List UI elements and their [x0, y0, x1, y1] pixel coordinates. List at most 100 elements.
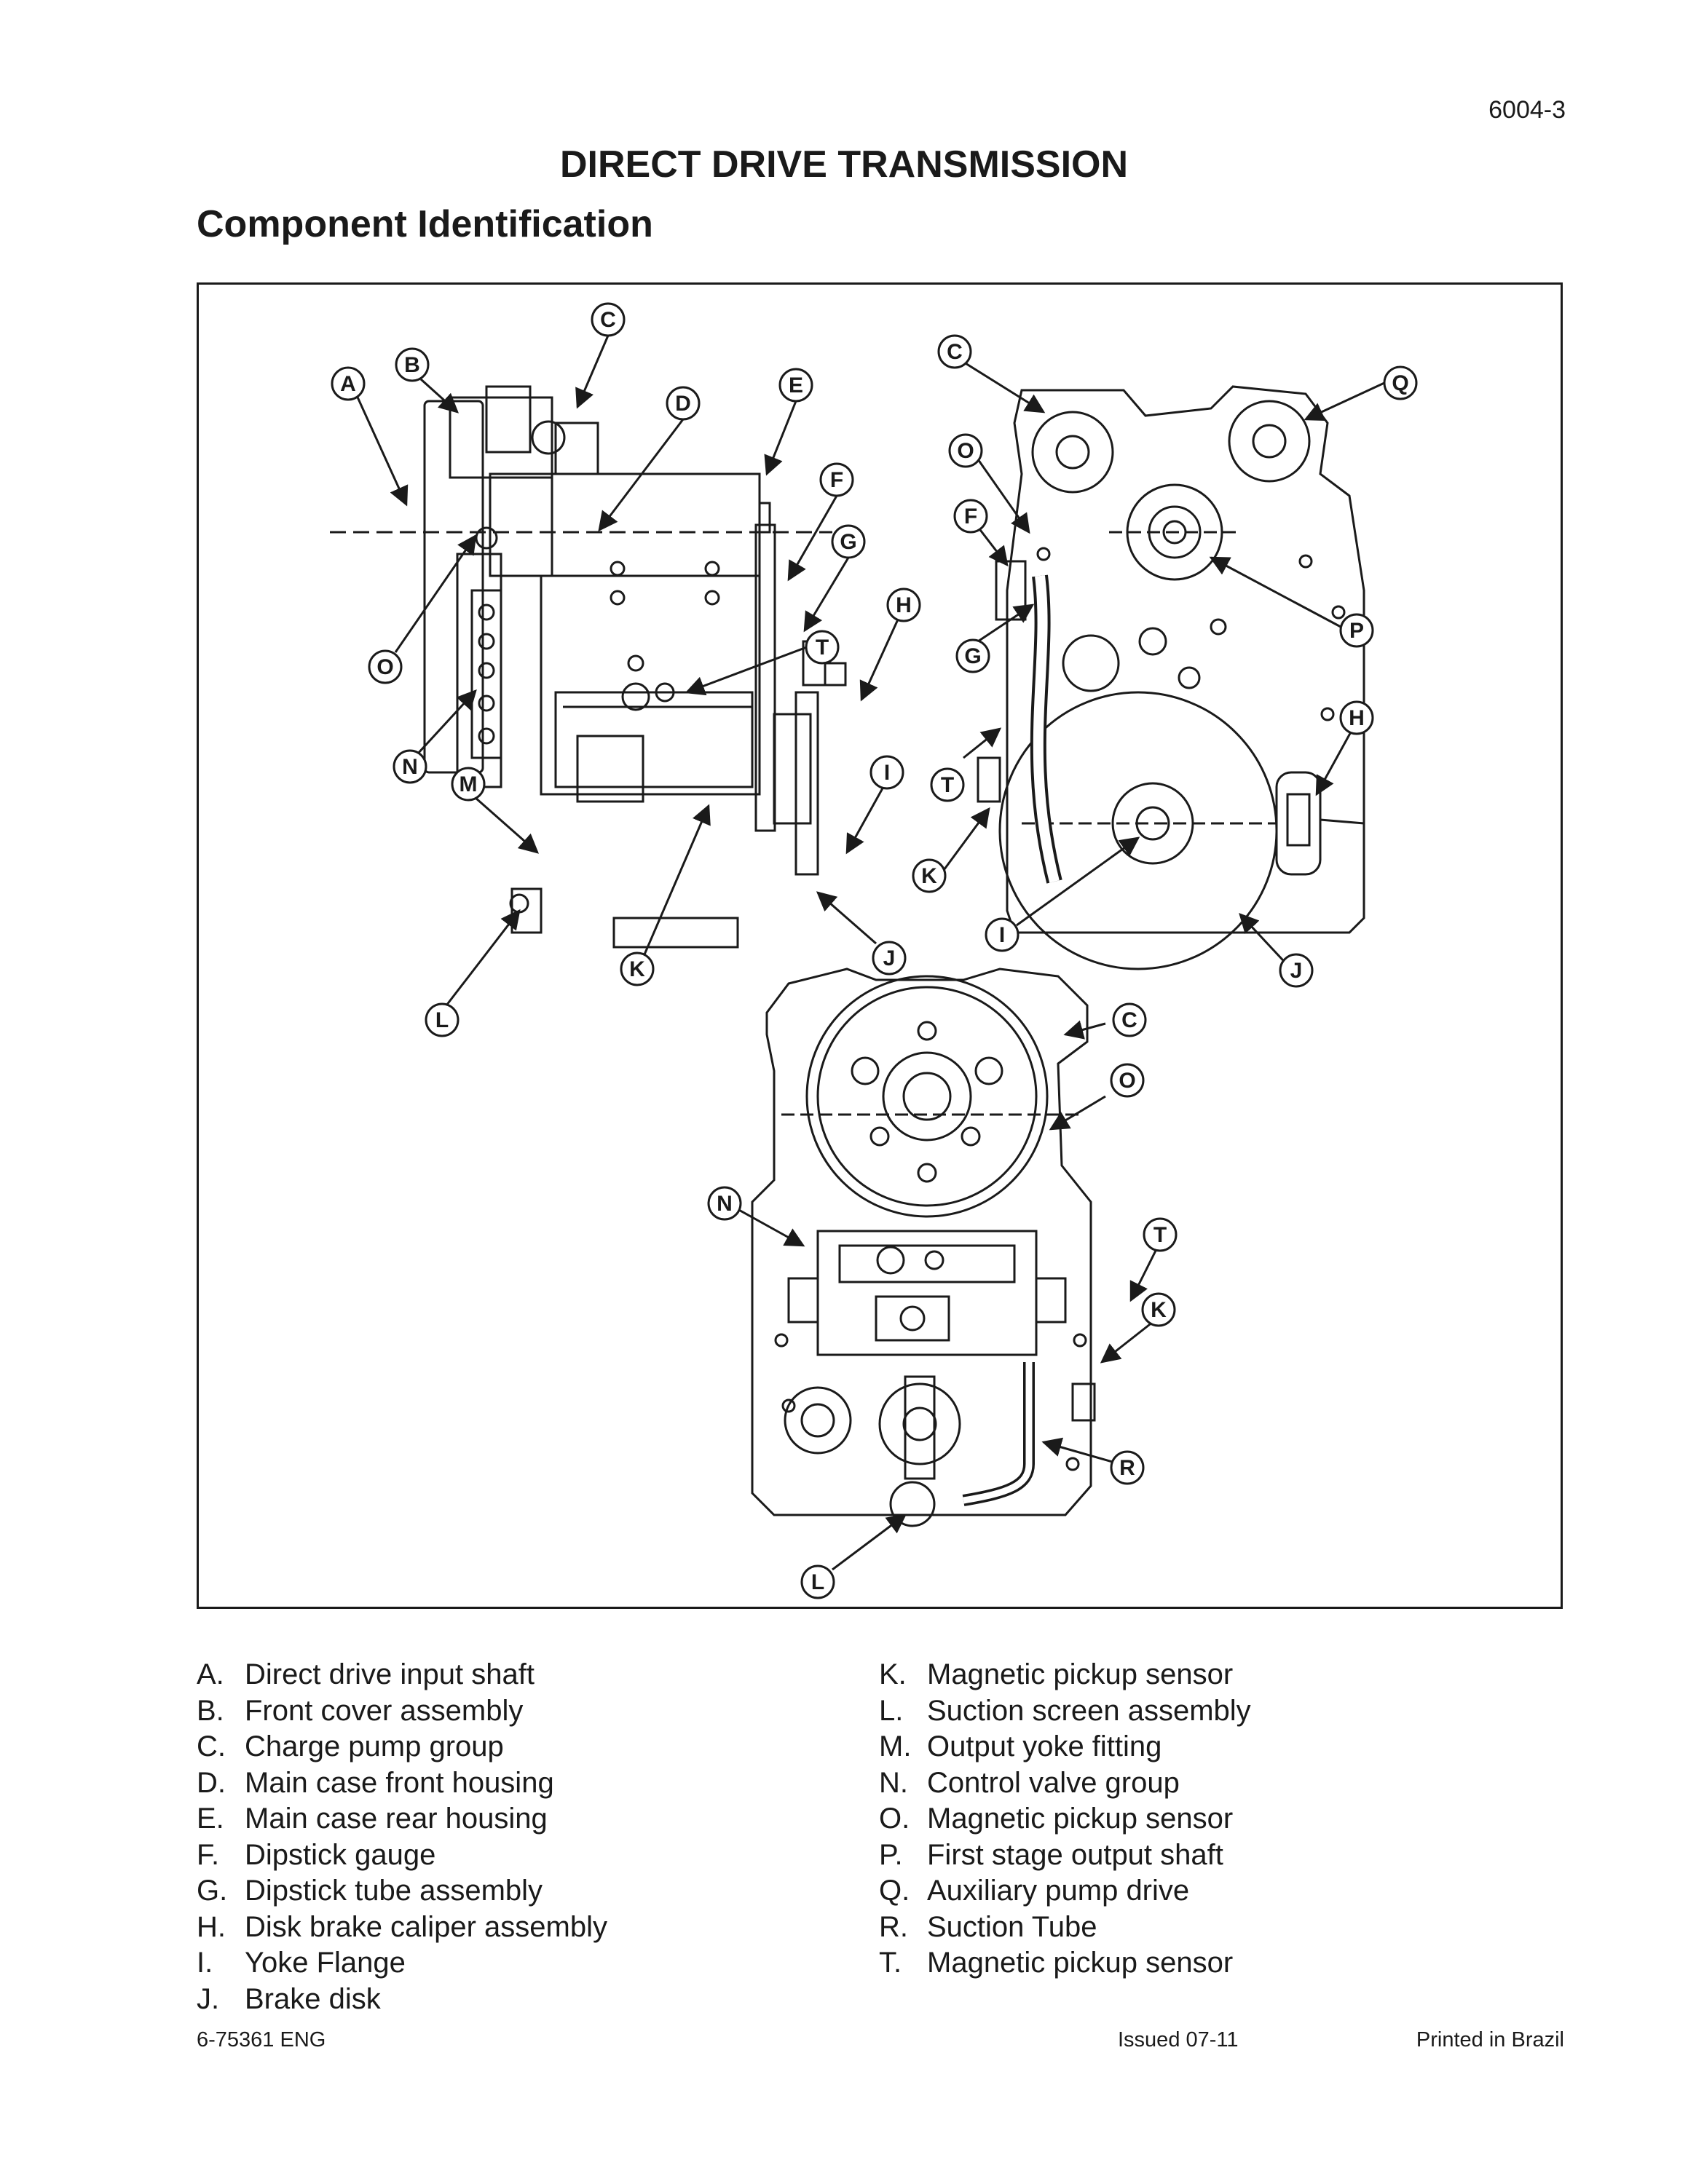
- legend-letter: P.: [879, 1838, 903, 1871]
- legend-item: C.Charge pump group: [197, 1729, 607, 1765]
- legend-letter: Q.: [879, 1875, 910, 1907]
- legend-item: E.Main case rear housing: [197, 1801, 607, 1837]
- callout-m: M: [451, 767, 486, 802]
- legend-text: First stage output shaft: [927, 1838, 1223, 1871]
- svg-text:K: K: [1151, 1298, 1167, 1322]
- callout-e: E: [778, 368, 813, 403]
- legend-text: Magnetic pickup sensor: [927, 1947, 1234, 1979]
- svg-text:R: R: [1119, 1456, 1135, 1480]
- legend-item: Q. Auxiliary pump drive: [879, 1873, 1251, 1910]
- legend-letter: H.: [197, 1910, 226, 1943]
- legend-letter: K.: [879, 1658, 907, 1690]
- legend-letter: J.: [197, 1982, 220, 2015]
- issue-date: Issued 07-11: [1118, 2028, 1239, 2052]
- callout-l-rear: L: [800, 1564, 835, 1599]
- legend-text: Control valve group: [927, 1766, 1180, 1799]
- svg-text:C: C: [600, 308, 616, 332]
- legend-item: T. Magnetic pickup sensor: [879, 1945, 1251, 1982]
- svg-text:C: C: [947, 340, 963, 364]
- svg-text:L: L: [435, 1008, 449, 1032]
- callout-b: B: [395, 347, 430, 382]
- callout-k-rear: K: [1141, 1292, 1176, 1327]
- legend-item: R.Suction Tube: [879, 1910, 1251, 1946]
- legend-text: Output yoke fitting: [927, 1730, 1162, 1762]
- legend-item: G. Dipstick tube assembly: [197, 1873, 607, 1910]
- leader-lines: [354, 335, 1385, 1571]
- legend-item: J. Brake disk: [197, 1982, 607, 2018]
- front-view-drawing: [977, 385, 1365, 970]
- callout-d: D: [666, 386, 701, 421]
- callout-j: J: [872, 941, 907, 976]
- legend-item: I. Yoke Flange: [197, 1945, 607, 1982]
- legend-text: Suction screen assembly: [927, 1694, 1251, 1727]
- svg-text:J: J: [1290, 959, 1303, 983]
- legend-text: Dipstick tube assembly: [245, 1875, 543, 1907]
- legend-text: Main case rear housing: [245, 1803, 548, 1835]
- svg-text:O: O: [957, 439, 974, 463]
- legend-text: Auxiliary pump drive: [927, 1875, 1190, 1907]
- legend-item: H.Disk brake caliper assembly: [197, 1910, 607, 1946]
- legend-letter: O.: [879, 1803, 910, 1835]
- callouts: A B C D E F G H T I O N M J K L C Q O F …: [331, 302, 1418, 1599]
- callout-q: Q: [1383, 365, 1418, 400]
- legend-text: Magnetic pickup sensor: [927, 1658, 1234, 1690]
- callout-t: T: [805, 630, 840, 665]
- document-title: DIRECT DRIVE TRANSMISSION: [559, 143, 1129, 186]
- svg-text:K: K: [629, 957, 645, 981]
- svg-text:L: L: [811, 1570, 824, 1594]
- callout-i: I: [869, 755, 904, 790]
- legend-text: Yoke Flange: [245, 1947, 406, 1979]
- svg-text:N: N: [402, 755, 418, 779]
- svg-text:K: K: [921, 864, 937, 888]
- side-view-drawing: [330, 385, 847, 949]
- callout-o: O: [368, 649, 403, 684]
- svg-text:A: A: [340, 372, 356, 396]
- legend-letter: A.: [197, 1658, 224, 1690]
- legend-item: B.Front cover assembly: [197, 1693, 607, 1730]
- svg-text:I: I: [884, 761, 890, 785]
- svg-text:H: H: [896, 593, 912, 617]
- legend-text: Suction Tube: [927, 1910, 1097, 1943]
- legend-item: L.Suction screen assembly: [879, 1693, 1251, 1730]
- legend-text: Brake disk: [245, 1982, 381, 2015]
- svg-text:I: I: [999, 923, 1005, 947]
- callout-k-front: K: [912, 858, 947, 893]
- callout-g-front: G: [955, 638, 990, 673]
- svg-text:F: F: [964, 505, 977, 529]
- legend-letter: G.: [197, 1875, 228, 1907]
- callout-c: C: [591, 302, 626, 337]
- legend-item: P. First stage output shaft: [879, 1837, 1251, 1874]
- callout-h-front: H: [1339, 700, 1374, 735]
- callout-l: L: [425, 1002, 460, 1037]
- legend-item: K. Magnetic pickup sensor: [879, 1657, 1251, 1693]
- svg-text:D: D: [675, 392, 691, 416]
- callout-f: F: [819, 462, 854, 497]
- callout-t-front: T: [930, 767, 965, 802]
- component-figure: A B C D E F G H T I O N M J K L C Q O F …: [197, 282, 1563, 1609]
- svg-text:F: F: [830, 468, 843, 492]
- callout-c-front: C: [937, 334, 972, 369]
- callout-r: R: [1110, 1450, 1145, 1485]
- callout-f-front: F: [953, 499, 988, 534]
- legend-item: A.Direct drive input shaft: [197, 1657, 607, 1693]
- svg-text:B: B: [404, 353, 420, 377]
- callout-i-front: I: [985, 917, 1019, 952]
- legend-letter: F.: [197, 1838, 220, 1871]
- svg-text:E: E: [789, 373, 803, 397]
- svg-text:G: G: [840, 530, 856, 554]
- svg-text:O: O: [376, 655, 393, 679]
- legend-letter: T.: [879, 1947, 902, 1979]
- legend-letter: C.: [197, 1730, 226, 1762]
- callout-h: H: [886, 587, 921, 622]
- legend-letter: M.: [879, 1730, 912, 1762]
- legend-letter: I.: [197, 1947, 213, 1979]
- callout-n-rear: N: [707, 1186, 742, 1221]
- section-title: Component Identification: [197, 203, 653, 245]
- svg-text:O: O: [1119, 1069, 1135, 1093]
- callout-o-rear: O: [1110, 1063, 1145, 1098]
- svg-text:M: M: [460, 772, 478, 796]
- callout-t-rear: T: [1143, 1217, 1178, 1252]
- legend-item: D.Main case front housing: [197, 1765, 607, 1802]
